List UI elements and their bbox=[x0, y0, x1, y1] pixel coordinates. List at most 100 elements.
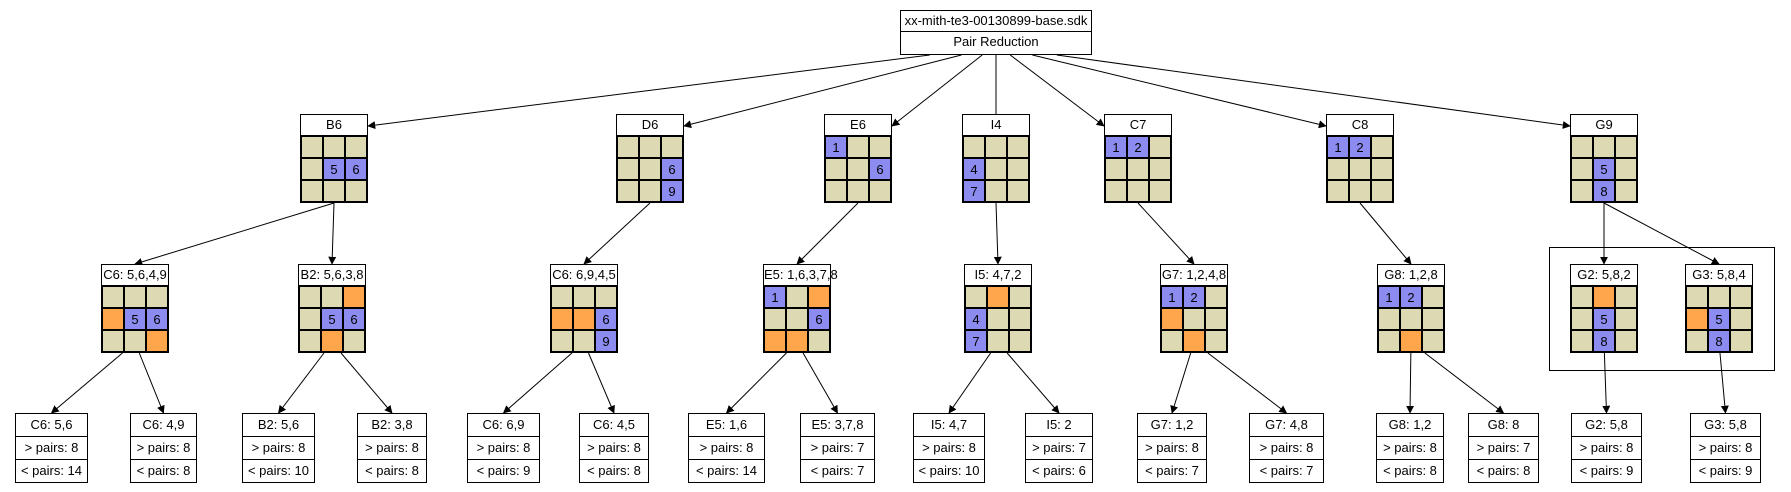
grid-cell bbox=[985, 158, 1007, 180]
edge-root-level1 bbox=[683, 54, 962, 129]
leaf-lt: < pairs: 14 bbox=[16, 459, 87, 482]
grid-cell bbox=[299, 330, 321, 352]
edge-level1-level2 bbox=[993, 202, 1002, 265]
grid-cell bbox=[299, 308, 321, 330]
edge-root-level1 bbox=[367, 54, 930, 130]
node-label: E5: 1,6,3,7,8 bbox=[764, 265, 838, 286]
grid-cell: 6 bbox=[808, 308, 830, 330]
grid-cell bbox=[1571, 136, 1593, 158]
leaf-title: I5: 2 bbox=[1046, 417, 1072, 432]
cluster-box bbox=[1549, 247, 1775, 371]
grid-cell bbox=[299, 286, 321, 308]
leaf-title: B2: 5,6 bbox=[257, 417, 300, 432]
grid-cell bbox=[102, 308, 124, 330]
grid-cell: 6 bbox=[343, 308, 365, 330]
root-title: xx-mith-te3-00130899-base.sdk bbox=[904, 13, 1088, 28]
leaf-node: C6: 5,6> pairs: 8< pairs: 14 bbox=[15, 413, 88, 483]
grid-cell: 2 bbox=[1400, 286, 1422, 308]
leaf-gt: > pairs: 8 bbox=[1250, 436, 1323, 459]
leaf-node: E5: 3,7,8> pairs: 7< pairs: 7 bbox=[800, 413, 875, 483]
grid-cell bbox=[1205, 308, 1227, 330]
grid-cell bbox=[321, 286, 343, 308]
grid-cell bbox=[345, 180, 367, 202]
grid-cell bbox=[573, 330, 595, 352]
grid-cell bbox=[963, 136, 985, 158]
edge-level2-leaf bbox=[1406, 352, 1415, 414]
edge-level1-level2 bbox=[328, 202, 337, 265]
grid-cell: 5 bbox=[321, 308, 343, 330]
node-label: C6: 5,6,4,9 bbox=[102, 265, 168, 286]
grid-cell bbox=[825, 180, 847, 202]
grid-cell: 5 bbox=[1708, 308, 1730, 330]
grid-cell bbox=[343, 286, 365, 308]
leaf-gt: > pairs: 8 bbox=[1138, 436, 1206, 459]
grid-cell bbox=[1615, 286, 1637, 308]
edge-level2-leaf bbox=[948, 352, 992, 414]
grid-cell bbox=[985, 136, 1007, 158]
grid-cell bbox=[1571, 286, 1593, 308]
grid-cell bbox=[1400, 330, 1422, 352]
leaf-gt: > pairs: 8 bbox=[243, 436, 314, 459]
grid-cell bbox=[985, 180, 1007, 202]
grid-cell bbox=[661, 136, 683, 158]
grid-cell: 2 bbox=[1183, 286, 1205, 308]
leaf-gt: > pairs: 7 bbox=[1469, 436, 1538, 459]
grid-cell bbox=[1149, 180, 1171, 202]
grid-cell bbox=[987, 286, 1009, 308]
grid-cell bbox=[146, 330, 168, 352]
grid-cell: 6 bbox=[661, 158, 683, 180]
edge-level2-leaf bbox=[1170, 352, 1192, 414]
grid-cell bbox=[573, 308, 595, 330]
edge-level1-level2 bbox=[134, 202, 335, 266]
leaf-lt: < pairs: 8 bbox=[580, 459, 648, 482]
grid-cell bbox=[869, 180, 891, 202]
grid-cell bbox=[1205, 330, 1227, 352]
edge-level1-level2 bbox=[1137, 202, 1195, 265]
node-label: G8: 1,2,8 bbox=[1378, 265, 1444, 286]
root-subtitle: Pair Reduction bbox=[901, 31, 1091, 52]
grid-cell: 1 bbox=[764, 286, 786, 308]
grid-cell bbox=[1009, 286, 1031, 308]
node-label: E6 bbox=[825, 115, 891, 136]
grid-cell bbox=[1571, 330, 1593, 352]
grid-cell bbox=[1371, 158, 1393, 180]
grid-cell bbox=[764, 308, 786, 330]
leaf-lt: < pairs: 8 bbox=[1469, 459, 1538, 482]
edge-level1-level2 bbox=[1359, 202, 1412, 265]
leaf-node: B2: 5,6> pairs: 8< pairs: 10 bbox=[242, 413, 315, 483]
grid-cell bbox=[1422, 286, 1444, 308]
leaf-lt: < pairs: 8 bbox=[1377, 459, 1443, 482]
grid-cell bbox=[1593, 286, 1615, 308]
grid-cell bbox=[1730, 330, 1752, 352]
grid-cell bbox=[1730, 286, 1752, 308]
grid-cell: 6 bbox=[146, 308, 168, 330]
grid-cell bbox=[764, 330, 786, 352]
grid-cell bbox=[1371, 136, 1393, 158]
grid-cell bbox=[617, 158, 639, 180]
grid-cell bbox=[1400, 308, 1422, 330]
leaf-gt: > pairs: 8 bbox=[580, 436, 648, 459]
leaf-node: G8: 1,2> pairs: 8< pairs: 8 bbox=[1376, 413, 1444, 483]
leaf-title: G3: 5,8 bbox=[1704, 417, 1747, 432]
leaf-title: C6: 4,5 bbox=[593, 417, 635, 432]
leaf-gt: > pairs: 8 bbox=[468, 436, 539, 459]
leaf-lt: < pairs: 8 bbox=[358, 459, 426, 482]
grid-cell bbox=[1007, 136, 1029, 158]
edge-level2-leaf bbox=[1424, 352, 1505, 414]
grid-cell bbox=[1686, 286, 1708, 308]
grid-cell bbox=[1127, 180, 1149, 202]
